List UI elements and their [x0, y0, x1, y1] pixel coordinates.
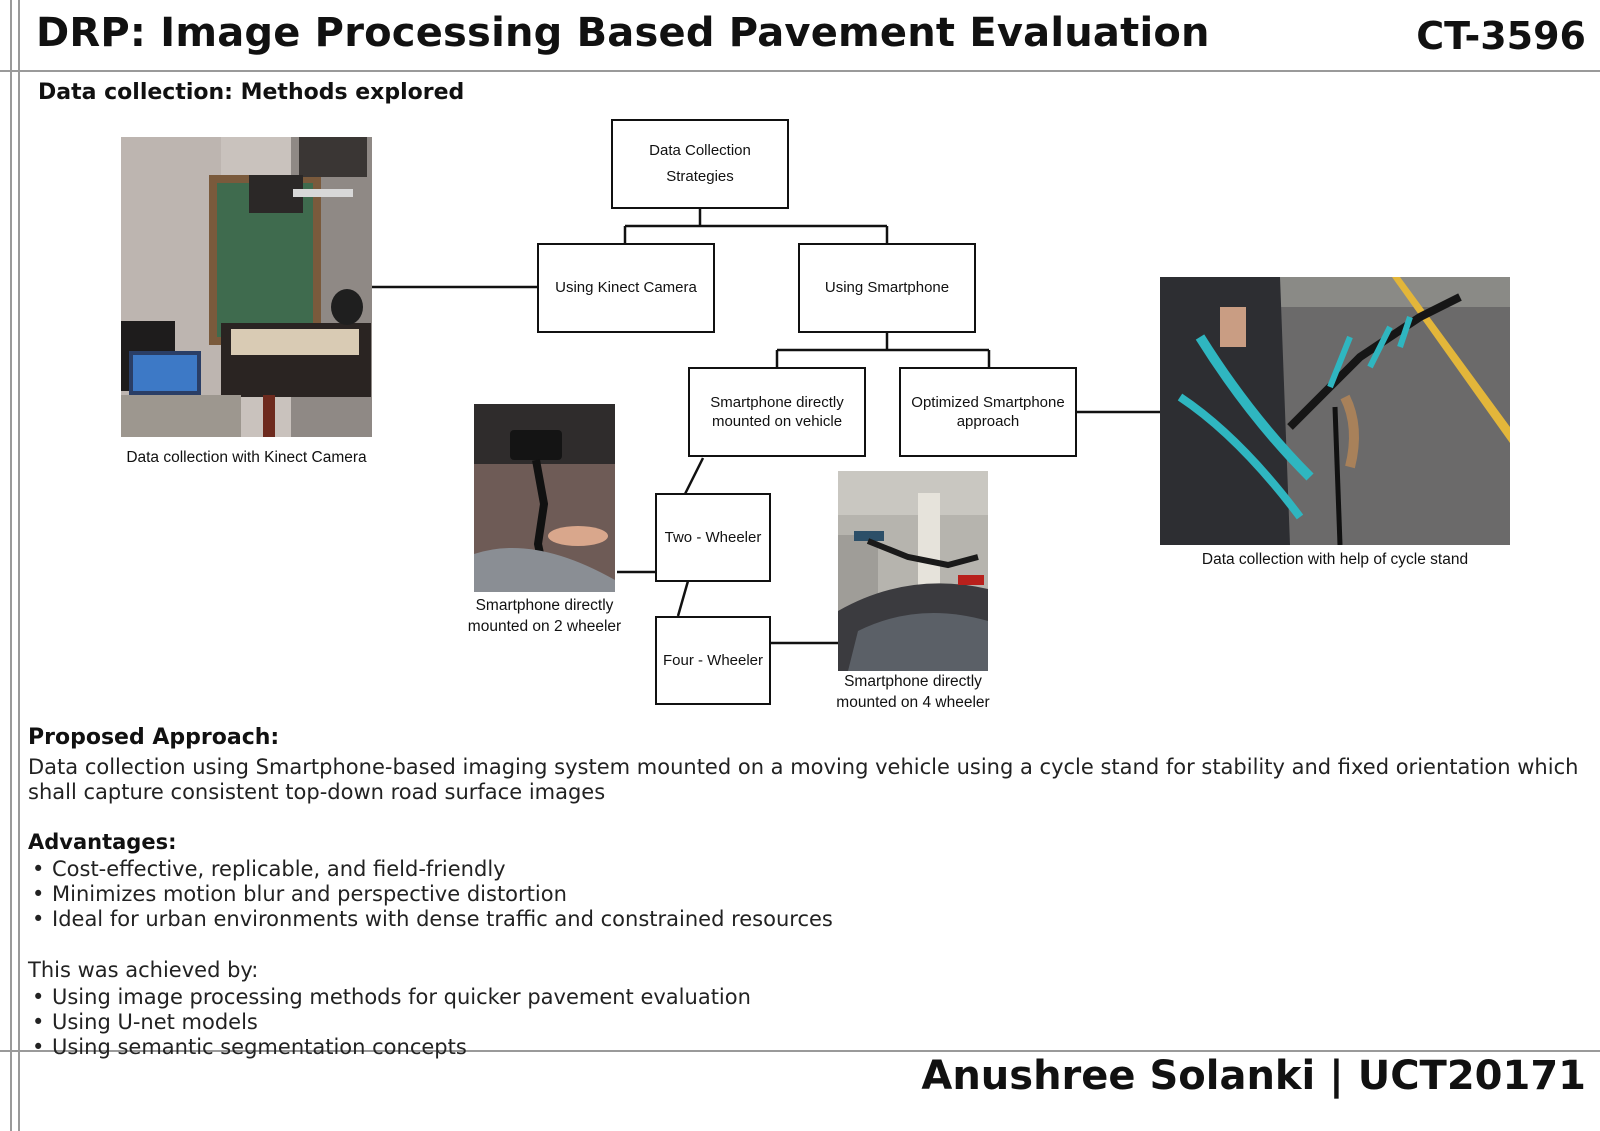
- caption-four-wheeler-line2: mounted on 4 wheeler: [836, 693, 990, 711]
- list-item: Cost-effective, replicable, and field-fr…: [28, 857, 833, 882]
- cycle-stand-photo: [1160, 277, 1510, 545]
- advantages-heading: Advantages:: [28, 830, 177, 854]
- box-data-collection-strategies: Data Collection Strategies: [611, 119, 789, 209]
- frame-line-footer: [0, 1050, 1600, 1052]
- frame-line-left-inner: [18, 0, 20, 1131]
- box-label: Smartphone directly mounted on vehicle: [710, 394, 844, 430]
- box-label: Two - Wheeler: [664, 528, 762, 546]
- course-code: CT-3596: [1416, 14, 1586, 58]
- caption-four-wheeler: Smartphone directly mounted on 4 wheeler: [814, 672, 1012, 714]
- author-id: Anushree Solanki | UCT20171: [921, 1053, 1586, 1099]
- caption-cycle-stand: Data collection with help of cycle stand: [1201, 551, 1469, 568]
- achieved-intro: This was achieved by:: [28, 958, 259, 982]
- proposed-approach-text: Data collection using Smartphone-based i…: [28, 755, 1579, 804]
- list-item: Using semantic segmentation concepts: [28, 1035, 751, 1060]
- box-four-wheeler: Four - Wheeler: [655, 616, 771, 705]
- box-using-kinect-camera: Using Kinect Camera: [537, 243, 715, 333]
- list-item: Using U-net models: [28, 1010, 751, 1035]
- box-optimized-smartphone: Optimized Smartphone approach: [899, 367, 1077, 457]
- achieved-list: Using image processing methods for quick…: [28, 985, 751, 1060]
- box-label: Using Kinect Camera: [555, 279, 697, 297]
- frame-line-left-outer: [10, 0, 12, 1131]
- box-label: Optimized Smartphone approach: [911, 394, 1065, 430]
- caption-two-wheeler-line2: mounted on 2 wheeler: [467, 617, 622, 635]
- list-item: Minimizes motion blur and perspective di…: [28, 882, 833, 907]
- four-wheeler-mount-photo: [838, 471, 988, 671]
- kinect-setup-photo: [121, 137, 372, 437]
- frame-line-header: [0, 70, 1600, 72]
- box-smartphone-directly-mounted: Smartphone directly mounted on vehicle: [688, 367, 866, 457]
- two-wheeler-mount-photo: [474, 404, 615, 592]
- box-label: Using Smartphone: [824, 279, 950, 297]
- page-title: DRP: Image Processing Based Pavement Eva…: [36, 10, 1210, 56]
- box-two-wheeler: Two - Wheeler: [655, 493, 771, 582]
- advantages-list: Cost-effective, replicable, and field-fr…: [28, 857, 833, 932]
- box-using-smartphone: Using Smartphone: [798, 243, 976, 333]
- list-item: Using image processing methods for quick…: [28, 985, 751, 1010]
- box-label: Data Collection Strategies: [649, 142, 751, 185]
- caption-two-wheeler: Smartphone directly mounted on 2 wheeler: [452, 596, 637, 638]
- caption-kinect: Data collection with Kinect Camera: [126, 449, 367, 466]
- caption-two-wheeler-line1: Smartphone directly: [475, 597, 614, 614]
- section-label: Data collection: Methods explored: [38, 80, 465, 105]
- box-label: Four - Wheeler: [662, 651, 764, 669]
- proposed-approach-heading: Proposed Approach:: [28, 725, 280, 750]
- caption-four-wheeler-line1: Smartphone directly: [844, 673, 982, 690]
- list-item: Ideal for urban environments with dense …: [28, 907, 833, 932]
